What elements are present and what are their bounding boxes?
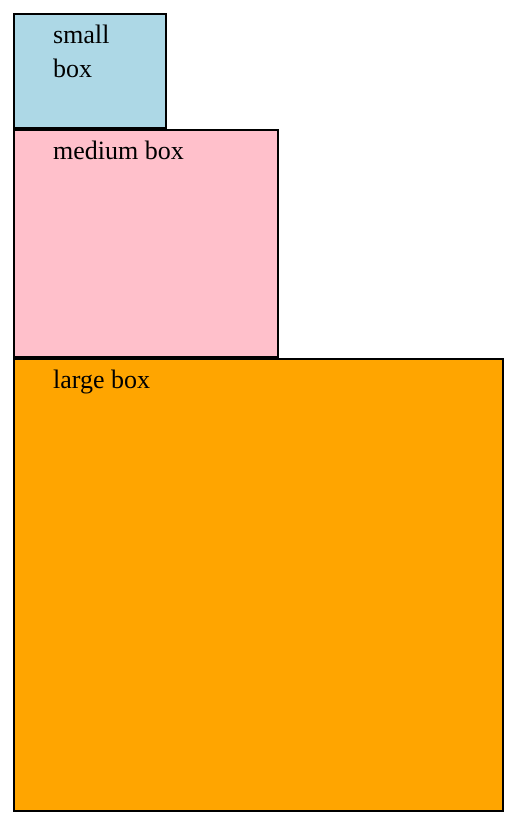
large-box-label: large box <box>53 365 150 394</box>
small-box-label: small box <box>53 20 110 83</box>
large-box: large box <box>13 358 504 812</box>
medium-box-label: medium box <box>53 136 184 165</box>
small-box: small box <box>13 13 167 129</box>
medium-box: medium box <box>13 129 279 358</box>
